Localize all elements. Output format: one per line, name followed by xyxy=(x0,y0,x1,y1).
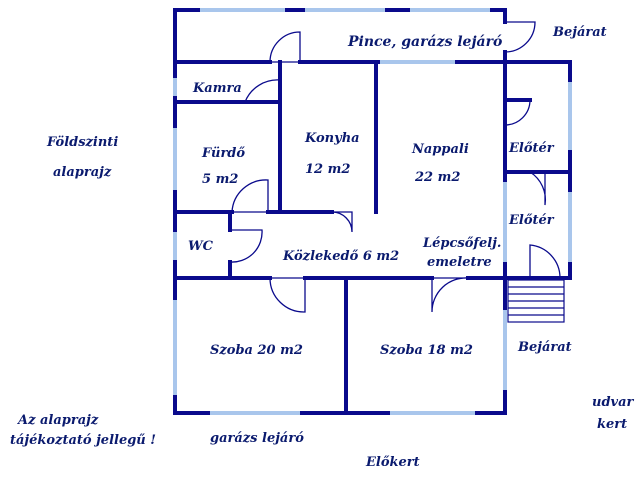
label-foldszinti: Földszinti xyxy=(46,135,118,150)
label-nappali: Nappali xyxy=(411,142,469,157)
entrance-stairs xyxy=(507,279,565,323)
label-kert: kert xyxy=(597,417,627,432)
label-udvar: udvar xyxy=(592,395,635,410)
label-alaprajz: alaprajz xyxy=(53,165,112,180)
label-kozlekedo: Közlekedő 6 m2 xyxy=(282,249,399,264)
label-lepcso-1: Lépcsőfelj. xyxy=(422,236,501,251)
label-elokert: Előkert xyxy=(365,455,420,470)
label-pince: Pince, garázs lejáró xyxy=(347,34,502,50)
label-bejarat-top: Bejárat xyxy=(552,25,607,40)
label-eloter-2: Előtér xyxy=(508,213,555,228)
label-konyha-area: 12 m2 xyxy=(305,162,350,177)
doors xyxy=(229,21,561,313)
label-furdo-area: 5 m2 xyxy=(202,172,238,187)
label-kamra: Kamra xyxy=(192,81,242,96)
label-note-2: tájékoztató jellegű ! xyxy=(10,433,156,448)
label-bejarat-right: Bejárat xyxy=(517,340,572,355)
label-lepcso-2: emeletre xyxy=(427,255,492,270)
label-furdo: Fürdő xyxy=(201,146,245,161)
windows xyxy=(173,8,572,415)
label-eloter-1: Előtér xyxy=(508,141,555,156)
label-wc: WC xyxy=(188,239,214,254)
label-szoba-18: Szoba 18 m2 xyxy=(380,343,473,358)
label-garazs: garázs lejáró xyxy=(210,431,304,446)
label-nappali-area: 22 m2 xyxy=(414,170,460,185)
labels: Pince, garázs lejáró Bejárat Kamra Földs… xyxy=(10,25,635,470)
label-szoba-20: Szoba 20 m2 xyxy=(210,343,303,358)
label-note-1: Az alaprajz xyxy=(16,413,99,428)
label-konyha: Konyha xyxy=(304,131,360,146)
